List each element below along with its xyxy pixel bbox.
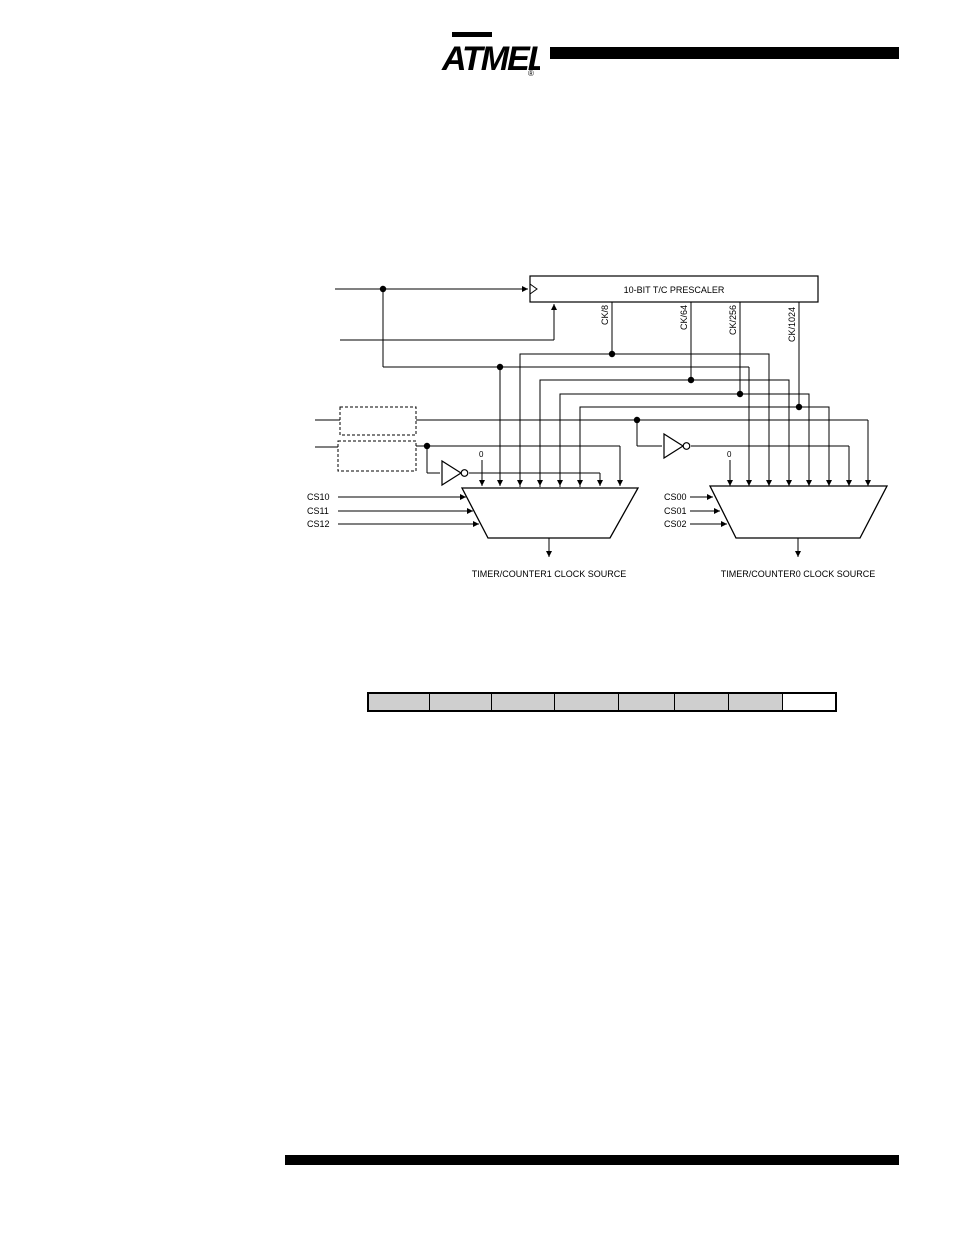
tap-wiring — [497, 302, 832, 487]
output-arrows — [546, 538, 801, 557]
footer-rule — [285, 1155, 899, 1165]
inverter-t1 — [441, 459, 469, 487]
register-cell — [619, 694, 675, 710]
zero-label-counter1: 0 — [479, 450, 484, 459]
registered-mark: ® — [528, 69, 534, 78]
register-cell — [369, 694, 430, 710]
junction-dots — [379, 285, 803, 450]
logo-bar — [452, 32, 492, 37]
prescaler-diagram: 10-BIT T/C PRESCALER CK/8 CK/64 CK/256 C… — [307, 275, 889, 579]
prescaler-block: 10-BIT T/C PRESCALER — [529, 275, 819, 303]
zero-label-counter0: 0 — [727, 450, 732, 459]
tap-label-ck8: CK/8 — [600, 305, 610, 325]
external-pin-t1 — [315, 440, 417, 472]
tap-label-ck256: CK/256 — [728, 305, 738, 335]
register-table — [367, 692, 837, 712]
inverter-t0 — [663, 432, 691, 460]
register-cell — [555, 694, 619, 710]
output-label-counter0: TIMER/COUNTER0 CLOCK SOURCE — [721, 569, 876, 579]
tap-label-ck1024: CK/1024 — [787, 307, 797, 342]
external-routing — [416, 419, 871, 486]
prescaler-label: 10-BIT T/C PRESCALER — [624, 285, 725, 295]
select-lines-counter0 — [690, 494, 727, 527]
header-rule — [550, 47, 899, 59]
cs00-label: CS00 — [664, 492, 687, 502]
mux-counter1 — [460, 487, 640, 539]
register-cell — [430, 694, 492, 710]
mux-counter0 — [708, 485, 889, 539]
register-cell — [783, 694, 835, 710]
register-cell — [675, 694, 729, 710]
atmel-logo: ATMEL ® — [441, 32, 540, 78]
cs11-label: CS11 — [307, 506, 329, 516]
logo-text: ATMEL — [441, 40, 540, 78]
output-label-counter1: TIMER/COUNTER1 CLOCK SOURCE — [472, 569, 627, 579]
cs10-label: CS10 — [307, 492, 330, 502]
register-cell — [729, 694, 783, 710]
cs12-label: CS12 — [307, 519, 330, 529]
tap-label-ck64: CK/64 — [679, 305, 689, 330]
select-lines-counter1 — [338, 494, 479, 527]
register-cell — [492, 694, 555, 710]
external-pin-t0 — [315, 406, 417, 436]
cs01-label: CS01 — [664, 506, 687, 516]
cs02-label: CS02 — [664, 519, 687, 529]
clock-input-lines — [335, 286, 749, 368]
